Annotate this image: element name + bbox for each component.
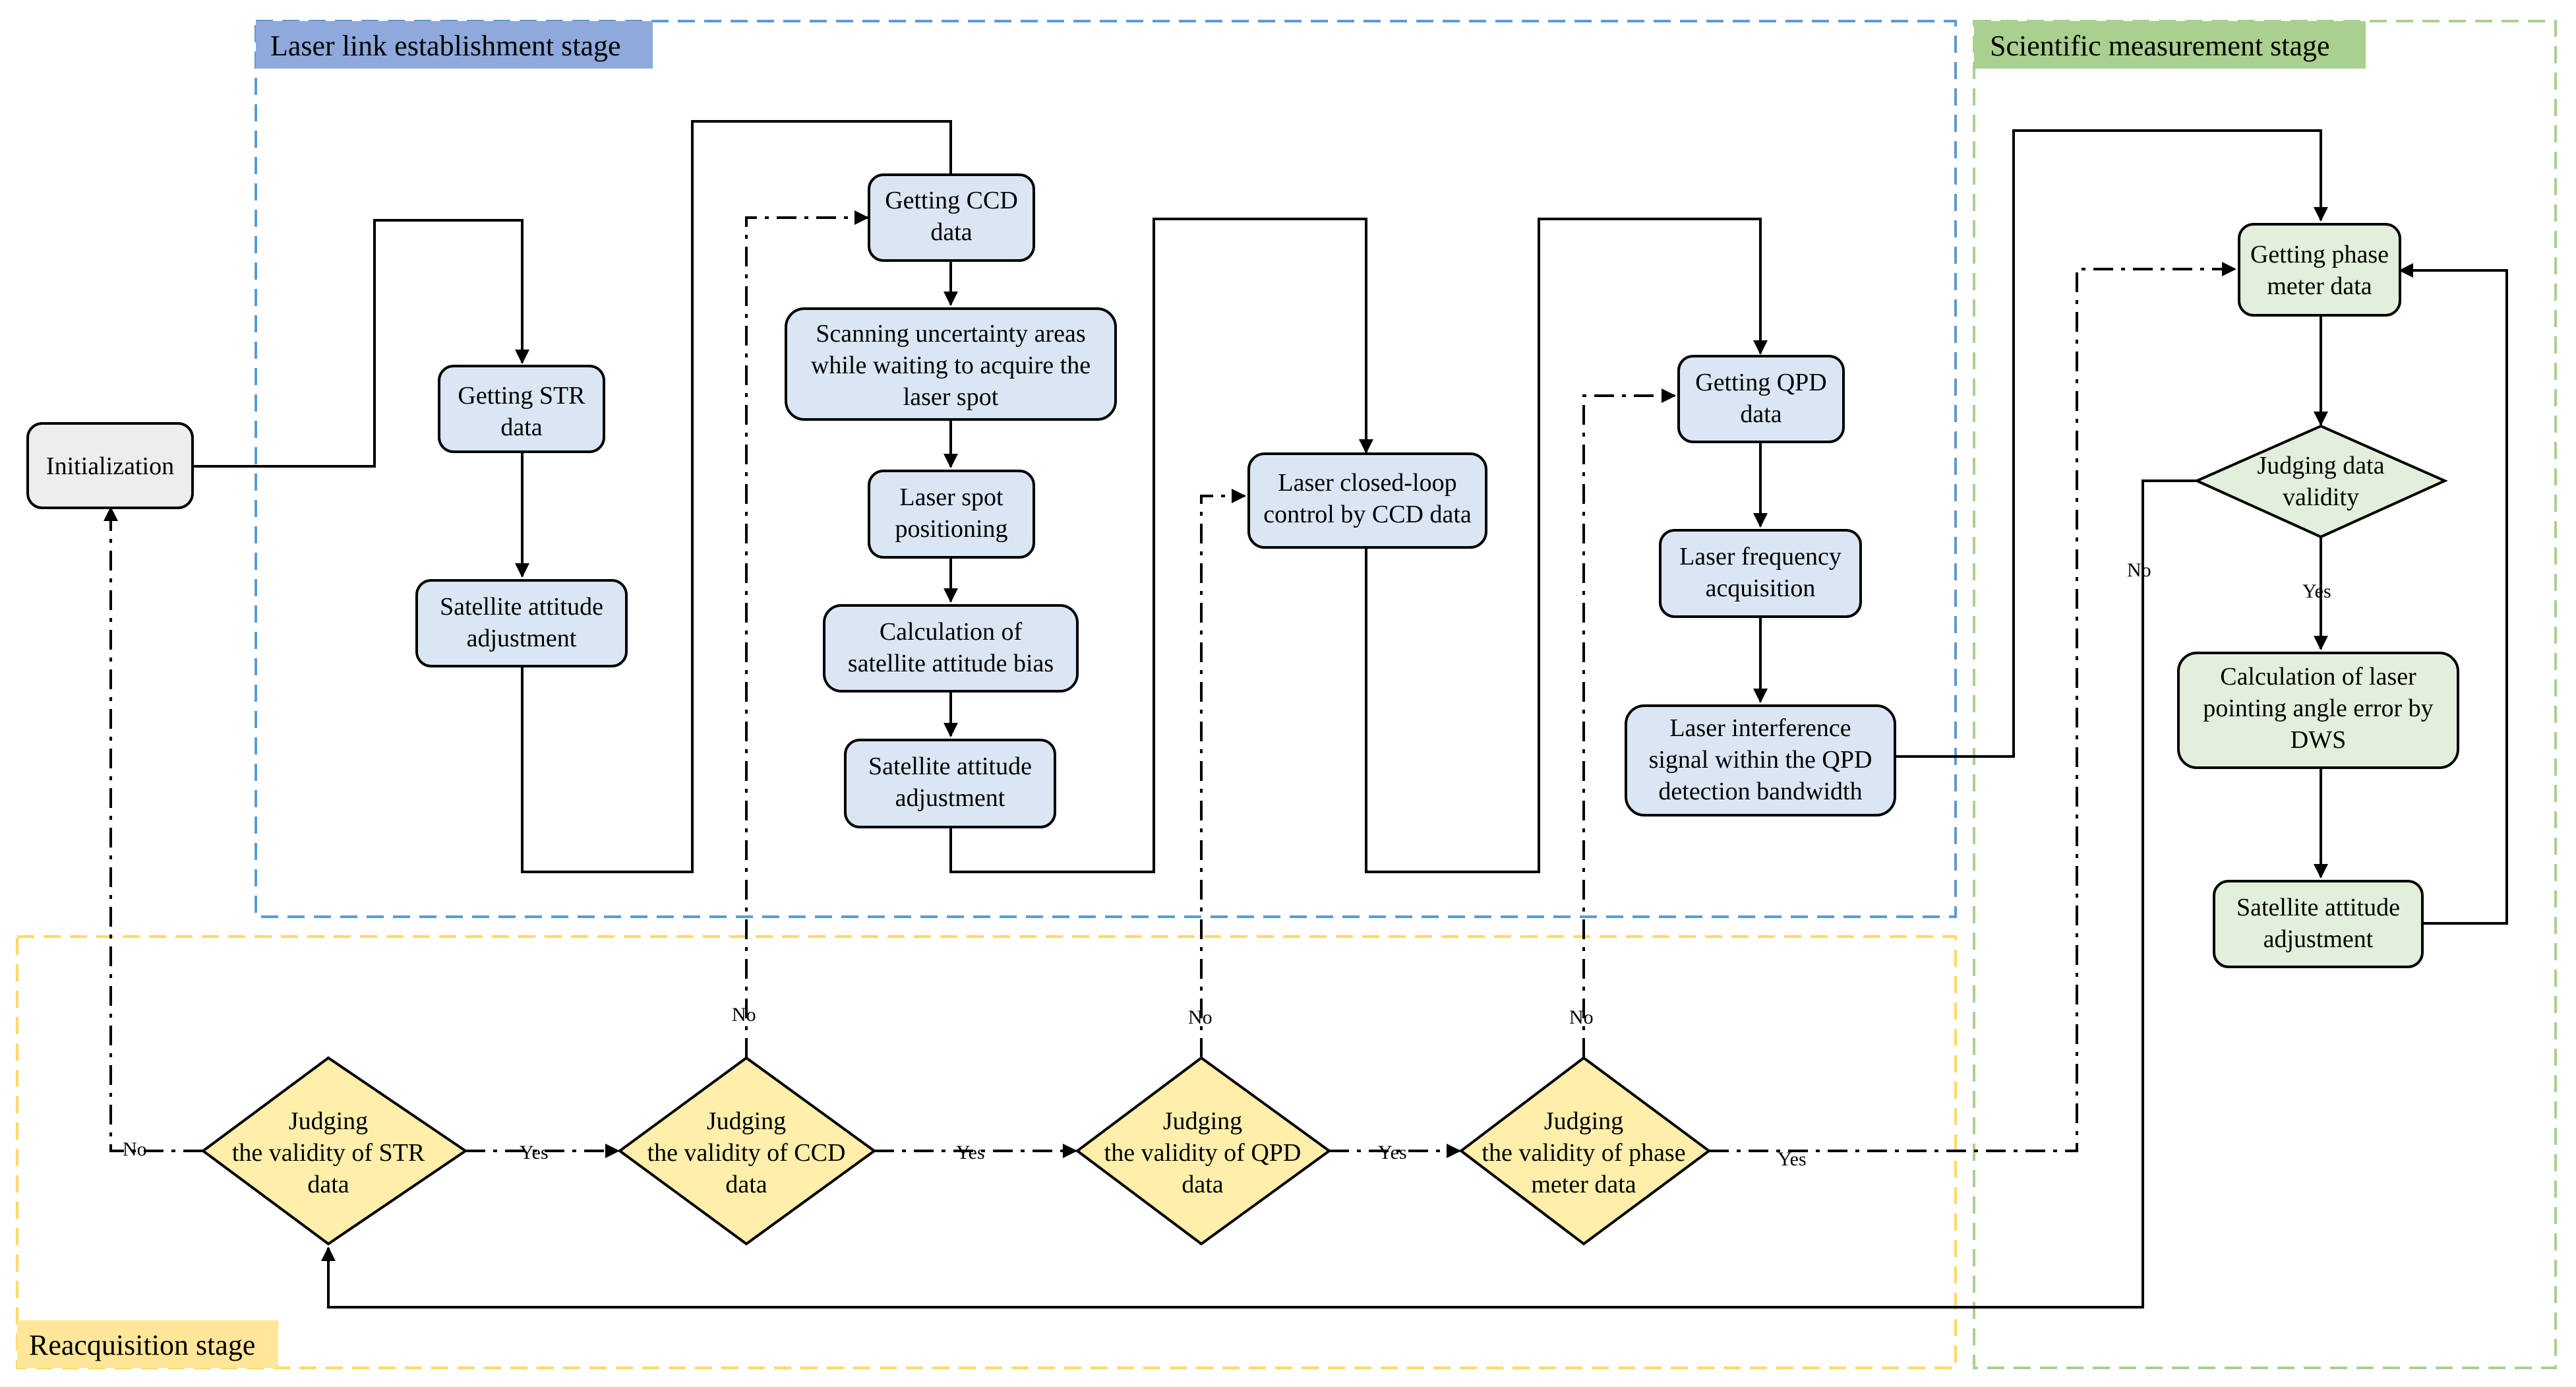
getting-qpd-label-2: data (1740, 400, 1782, 428)
spot-positioning-label-1: Laser spot (899, 483, 1003, 511)
edge-label-no-qpd: No (1188, 1006, 1213, 1028)
edge-label-yes-phase: Yes (1778, 1148, 1807, 1170)
scanning-label-3: laser spot (903, 383, 999, 411)
getting-phase-label-1: Getting phase (2250, 241, 2389, 268)
getting-qpd-node: Getting QPD data (1677, 355, 1845, 443)
satellite-attitude-3-label-2: adjustment (2263, 925, 2374, 953)
edge-label-no-ccd: No (732, 1004, 756, 1026)
interference-label-2: signal within the QPD (1649, 746, 1872, 774)
judge-qpd-label-3: data (1182, 1171, 1223, 1198)
judge-qpd-label-2: the validity of QPD (1104, 1139, 1302, 1167)
frequency-acquisition-label-2: acquisition (1706, 574, 1816, 602)
getting-str-label-1: Getting STR (458, 382, 585, 410)
frequency-acquisition-label-1: Laser frequency (1679, 543, 1842, 570)
getting-phase-node: Getting phase meter data (2238, 223, 2401, 317)
judge-validity-diamond: Judging data validity (2194, 424, 2448, 539)
getting-ccd-label-1: Getting CCD (885, 187, 1018, 214)
edge-labels: No Yes No Yes No Yes No Yes No Yes (123, 559, 2331, 1170)
satellite-attitude-node-2: Satellite attitude adjustment (844, 739, 1056, 828)
edge-label-no-phase: No (1569, 1006, 1594, 1028)
judge-str-label-1: Judging (289, 1107, 368, 1135)
edge-label-yes-str: Yes (520, 1142, 549, 1163)
attitude-bias-label-1: Calculation of (880, 618, 1023, 646)
attitude-bias-node: Calculation of satellite attitude bias (823, 604, 1079, 693)
getting-str-node: Getting STR data (438, 365, 605, 453)
satellite-attitude-2-label-1: Satellite attitude (868, 753, 1032, 780)
closed-loop-node: Laser closed-loop control by CCD data (1247, 452, 1487, 549)
stage-scientific: Scientific measurement stage (1973, 20, 2557, 1369)
edge-label-yes-ccd: Yes (956, 1142, 985, 1163)
stage-label-reacquisition: Reacquisition stage (29, 1329, 255, 1361)
spot-positioning-label-2: positioning (895, 515, 1007, 543)
judge-str-diamond: Judging the validity of STR data (200, 1056, 468, 1246)
getting-str-label-2: data (500, 414, 542, 441)
edge-label-no-validity: No (2127, 559, 2151, 581)
judge-phase-label-2: the validity of phase (1482, 1139, 1685, 1167)
interference-label-3: detection bandwidth (1658, 778, 1862, 805)
judge-ccd-label-3: data (725, 1171, 767, 1198)
initialization-label: Initialization (46, 452, 174, 480)
dashdot-connectors (104, 210, 2236, 1158)
satellite-attitude-node-1: Satellite attitude adjustment (415, 579, 628, 667)
stage-reacquisition: Reacquisition stage (16, 935, 1957, 1369)
attitude-bias-label-2: satellite attitude bias (848, 650, 1054, 677)
judge-phase-diamond: Judging the validity of phase meter data (1458, 1056, 1712, 1246)
judge-qpd-diamond: Judging the validity of QPD data (1075, 1056, 1332, 1246)
judge-ccd-label-2: the validity of CCD (647, 1139, 846, 1167)
stage-label-laser-link: Laser link establishment stage (270, 30, 621, 62)
satellite-attitude-node-3: Satellite attitude adjustment (2213, 880, 2424, 968)
frequency-acquisition-node: Laser frequency acquisition (1659, 529, 1862, 618)
edge-label-yes-qpd: Yes (1378, 1142, 1407, 1163)
interference-label-1: Laser interference (1669, 714, 1851, 742)
judge-str-label-3: data (307, 1171, 349, 1198)
judge-qpd-label-1: Judging (1163, 1107, 1242, 1135)
judge-str-label-2: the validity of STR (232, 1139, 425, 1167)
spot-positioning-node: Laser spot positioning (868, 470, 1035, 559)
judge-ccd-diamond: Judging the validity of CCD data (617, 1056, 877, 1246)
scanning-label-1: Scanning uncertainty areas (816, 320, 1085, 348)
edge-label-no-str: No (123, 1138, 147, 1160)
judge-phase-label-1: Judging (1544, 1107, 1623, 1135)
satellite-attitude-1-label-2: adjustment (467, 625, 577, 652)
judge-validity-label-2: validity (2283, 483, 2359, 511)
judge-ccd-label-1: Judging (707, 1107, 786, 1135)
dws-label-3: DWS (2291, 726, 2346, 754)
judge-validity-label-1: Judging data (2257, 452, 2384, 479)
getting-qpd-label-1: Getting QPD (1695, 369, 1827, 396)
dws-label-2: pointing angle error by (2203, 694, 2433, 722)
getting-ccd-label-2: data (930, 218, 972, 246)
solid-connectors (193, 120, 2508, 1309)
edge-label-yes-validity: Yes (2302, 580, 2331, 602)
satellite-attitude-3-label-1: Satellite attitude (2236, 894, 2400, 921)
getting-ccd-node: Getting CCD data (868, 173, 1035, 262)
satellite-attitude-1-label-1: Satellite attitude (440, 593, 603, 621)
scanning-node: Scanning uncertainty areas while waiting… (785, 307, 1117, 421)
closed-loop-label-1: Laser closed-loop (1278, 469, 1456, 497)
scanning-label-2: while waiting to acquire the (811, 352, 1091, 379)
interference-node: Laser interference signal within the QPD… (1625, 704, 1896, 817)
closed-loop-label-2: control by CCD data (1263, 501, 1472, 528)
judge-phase-label-3: meter data (1531, 1171, 1636, 1198)
dws-node: Calculation of laser pointing angle erro… (2177, 652, 2459, 769)
stage-label-scientific: Scientific measurement stage (1990, 30, 2330, 62)
dws-label-1: Calculation of laser (2220, 663, 2416, 691)
satellite-attitude-2-label-2: adjustment (895, 784, 1005, 812)
getting-phase-label-2: meter data (2267, 272, 2372, 300)
stage-laser-link: Laser link establishment stage (255, 20, 1957, 918)
initialization-node: Initialization (26, 422, 194, 509)
